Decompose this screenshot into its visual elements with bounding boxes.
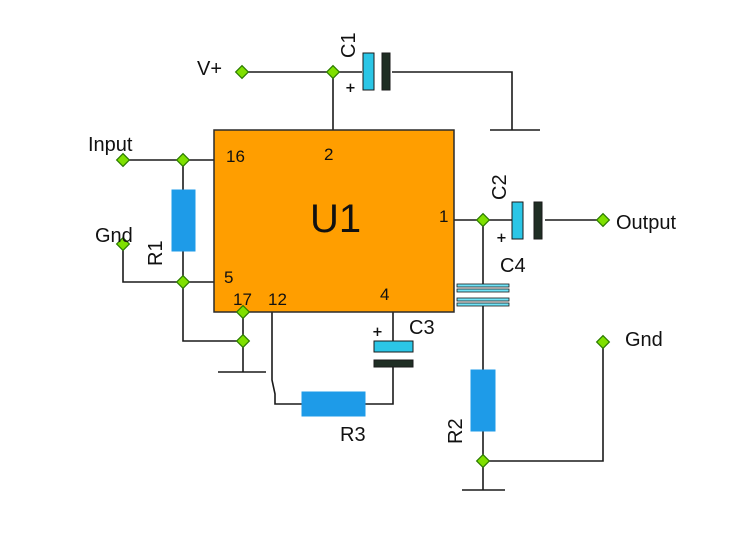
resistor-r3 <box>301 391 366 417</box>
node-pin1 <box>475 212 491 228</box>
node-vplus <box>234 64 250 80</box>
pin-12-label: 12 <box>268 290 287 309</box>
c4-plate-bottom-a <box>456 297 510 302</box>
ic-u1: U1 16 2 1 5 17 12 4 <box>213 129 455 313</box>
c2-label: C2 <box>489 174 511 200</box>
c2-plate-positive <box>511 201 524 240</box>
c4-plate-top-a <box>456 283 510 288</box>
capacitor-c1 <box>362 52 391 91</box>
pin-2-label: 2 <box>324 145 333 164</box>
node-pin17-top <box>235 304 251 320</box>
node-r2-bottom <box>475 453 491 469</box>
wire-pin12-to-r3 <box>271 312 302 405</box>
ic-body <box>213 129 455 313</box>
c2-plus-sign: + <box>496 231 507 246</box>
pin-17-label: 17 <box>233 290 252 309</box>
pin-4-label: 4 <box>380 285 389 304</box>
c3-plus-sign: + <box>372 325 383 340</box>
wire-r3-to-c3 <box>365 367 394 405</box>
wire-c1-to-ground <box>392 71 513 130</box>
node-input <box>115 152 131 168</box>
node-pin5 <box>175 274 191 290</box>
gnd-right-label: Gnd <box>625 329 663 351</box>
resistor-r2 <box>470 369 496 432</box>
c1-plus-sign: + <box>345 81 356 96</box>
node-gnd-right <box>595 334 611 350</box>
node-r1-top <box>175 152 191 168</box>
input-label: Input <box>88 134 133 156</box>
r1-label: R1 <box>145 240 167 266</box>
vplus-label: V+ <box>197 58 222 80</box>
resistor-r1 <box>171 189 196 252</box>
nodes <box>115 64 611 469</box>
capacitor-c3 <box>373 340 414 368</box>
c4-plate-top-b <box>456 288 510 293</box>
c3-label: C3 <box>409 317 435 339</box>
r3-label: R3 <box>340 424 366 446</box>
c4-label: C4 <box>500 255 526 277</box>
pin-1-label: 1 <box>439 207 448 226</box>
wire-pin5-to-17 <box>182 282 243 342</box>
c2-plate-negative <box>533 201 543 240</box>
wire-gnd-left <box>122 244 215 283</box>
node-gnd-left <box>115 236 131 252</box>
c1-plate-positive <box>362 52 375 91</box>
pin-5-label: 5 <box>224 268 233 287</box>
output-label: Output <box>616 212 676 234</box>
c3-plate-positive <box>373 340 414 353</box>
wire-gnd-right <box>483 342 604 462</box>
node-pin17 <box>235 333 251 349</box>
c3-plate-negative <box>373 359 414 368</box>
c1-label: C1 <box>338 32 360 58</box>
c1-plate-negative <box>381 52 391 91</box>
node-output <box>595 212 611 228</box>
r2-label: R2 <box>445 418 467 444</box>
node-pin2 <box>325 64 341 80</box>
capacitor-c4 <box>456 283 510 307</box>
c4-plate-bottom-b <box>456 302 510 307</box>
pin-16-label: 16 <box>226 147 245 166</box>
capacitor-c2 <box>511 201 543 240</box>
gnd-left-label: Gnd <box>95 225 133 247</box>
ic-label: U1 <box>310 197 361 241</box>
